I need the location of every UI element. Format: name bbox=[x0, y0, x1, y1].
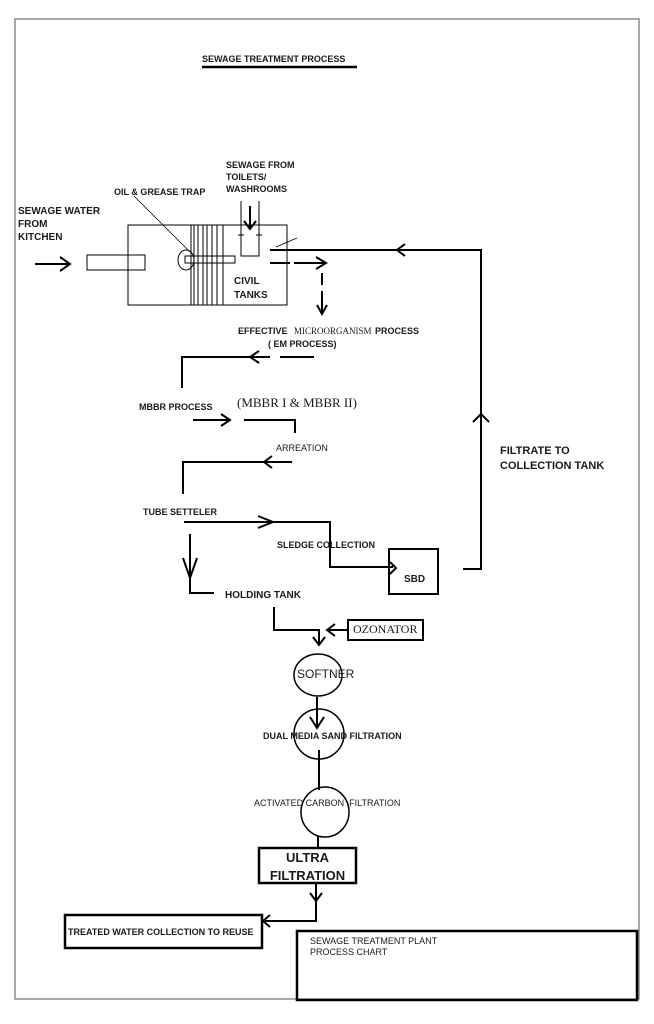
label-sewage-kitchen: SEWAGE WATER FROM KITCHEN bbox=[18, 206, 101, 243]
sbd-box bbox=[388, 548, 439, 595]
holding-to-softner-line bbox=[273, 607, 326, 647]
label-treated-water: TREATED WATER COLLECTION TO REUSE bbox=[68, 927, 254, 937]
grease-trap-screens bbox=[190, 225, 224, 305]
em-to-mbbr-line bbox=[181, 350, 314, 388]
label-holding-tank: HOLDING TANK bbox=[225, 590, 301, 601]
label-em-subtitle: ( EM PROCESS) bbox=[268, 339, 337, 349]
label-dual-media: DUAL MEDIA SAND FILTRATION bbox=[263, 731, 402, 741]
label-sledge-collection: SLEDGE COLLECTION bbox=[277, 540, 376, 550]
trap-pipe bbox=[184, 255, 236, 264]
label-filtrate: FILTRATE TO COLLECTION TANK bbox=[500, 445, 605, 472]
ultra-to-treated-line bbox=[261, 883, 323, 928]
kitchen-inflow-arrow bbox=[35, 256, 72, 272]
aeration-to-settler-line bbox=[182, 455, 292, 494]
inlet-pipe bbox=[86, 254, 146, 271]
label-mbbr-process: MBBR PROCESS bbox=[139, 402, 213, 412]
treated-water-box bbox=[63, 913, 264, 950]
ozonator-arrow bbox=[325, 623, 348, 637]
label-sewage-toilets: SEWAGE FROM TOILETS/ WASHROOMS bbox=[226, 160, 295, 194]
label-activated-carbon: ACTIVATED CARBON FILTRATION bbox=[254, 798, 401, 808]
label-em-process: PROCESS bbox=[375, 326, 420, 336]
softner-circle bbox=[293, 653, 343, 697]
settler-to-sbd-line bbox=[184, 515, 398, 575]
softner-to-dual-arrow bbox=[309, 697, 325, 730]
settler-to-holding-line bbox=[182, 534, 214, 594]
toilet-inlet bbox=[238, 201, 262, 257]
tank-vent-line bbox=[275, 237, 298, 248]
title-block-box bbox=[295, 929, 639, 1002]
toilet-down-arrow bbox=[243, 206, 257, 231]
tank-outflow-arrow bbox=[270, 256, 328, 317]
label-mbbr-detail: (MBBR I & MBBR II) bbox=[237, 395, 357, 410]
label-softner: SOFTNER bbox=[297, 667, 355, 681]
mbbr-to-aeration-line bbox=[193, 413, 296, 433]
diagram-title: SEWAGE TREATMENT PROCESS bbox=[202, 54, 346, 64]
filtrate-return-line bbox=[270, 243, 490, 570]
ultra-filtration-box bbox=[257, 846, 358, 885]
label-em-microorganism: MICROORGANISM bbox=[294, 326, 372, 336]
label-em-effective: EFFECTIVE bbox=[238, 326, 288, 336]
label-oil-grease-trap: OIL & GREASE TRAP bbox=[114, 187, 206, 197]
label-sbd: SBD bbox=[404, 574, 426, 585]
label-arreation: ARREATION bbox=[276, 443, 328, 453]
oil-grease-pointer bbox=[133, 195, 191, 253]
label-tube-setteler: TUBE SETTELER bbox=[143, 507, 218, 517]
activated-carbon-circle bbox=[300, 786, 350, 838]
label-civil-tanks: CIVIL TANKS bbox=[234, 276, 268, 301]
label-ozonator: OZONATOR bbox=[353, 622, 418, 636]
title-block-text: SEWAGE TREATMENT PLANT PROCESS CHART bbox=[310, 936, 438, 957]
trap-inlet-circle bbox=[177, 249, 195, 271]
label-ultra-filtration: ULTRA FILTRATION bbox=[269, 850, 346, 883]
